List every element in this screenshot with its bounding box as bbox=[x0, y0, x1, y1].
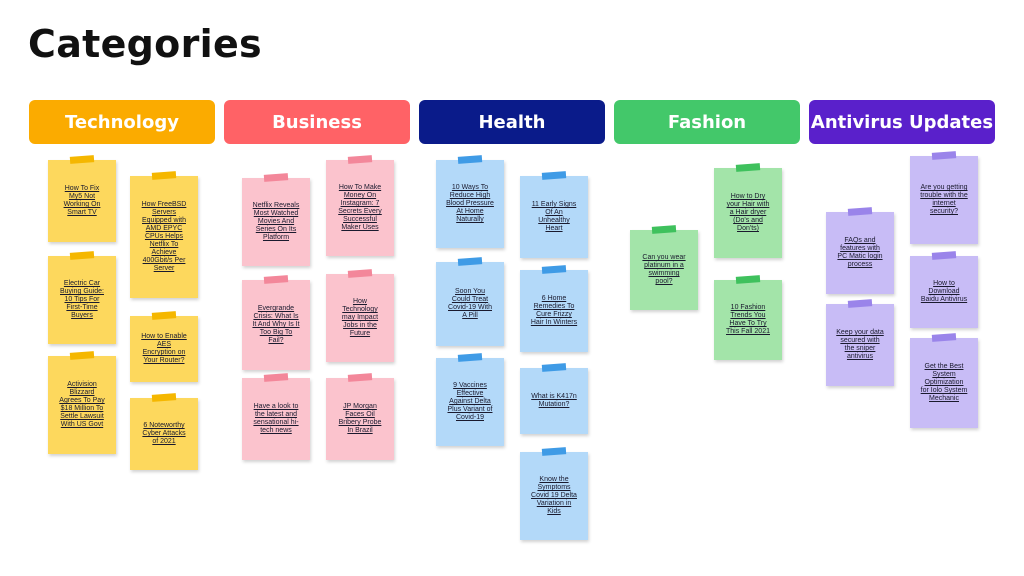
tape-decoration bbox=[457, 257, 483, 266]
sticky-note: How Technology may Impact Jobs in the Fu… bbox=[326, 269, 394, 362]
category-fashion-header[interactable]: Fashion bbox=[614, 100, 800, 144]
sticky-note: Are you getting trouble with the interne… bbox=[910, 151, 978, 244]
tape-decoration bbox=[69, 351, 95, 360]
tape-decoration bbox=[931, 151, 957, 160]
article-link[interactable]: Have a look to the latest and sensationa… bbox=[253, 403, 299, 434]
sticky-note: How To Fix My5 Not Working On Smart TV bbox=[48, 155, 116, 242]
article-link[interactable]: How Technology may Impact Jobs in the Fu… bbox=[341, 298, 379, 337]
article-link[interactable]: JP Morgan Faces Oil Bribery Probe In Bra… bbox=[338, 403, 382, 434]
article-link[interactable]: 10 Ways To Reduce High Blood Pressure At… bbox=[446, 184, 494, 223]
sticky-note: How to Dry your Hair with a Hair dryer (… bbox=[714, 163, 782, 258]
sticky-note: Know the Symptoms Covid 19 Delta Variati… bbox=[520, 447, 588, 540]
tape-decoration bbox=[541, 363, 567, 372]
tape-decoration bbox=[151, 311, 177, 320]
article-link[interactable]: What is K417n Mutation? bbox=[531, 393, 577, 408]
sticky-note: Evergrande Crisis: What Is It And Why Is… bbox=[242, 275, 310, 370]
sticky-note: How to Download Baidu Antivirus bbox=[910, 251, 978, 328]
tape-decoration bbox=[931, 251, 957, 260]
sticky-note: Activision Blizzard Agrees To Pay $18 Mi… bbox=[48, 351, 116, 454]
tape-decoration bbox=[541, 171, 567, 180]
sticky-note: 6 Home Remedies To Cure Frizzy Hair In W… bbox=[520, 265, 588, 352]
sticky-note: Netflix Reveals Most Watched Movies And … bbox=[242, 173, 310, 266]
tape-decoration bbox=[347, 155, 373, 164]
sticky-note: Soon You Could Treat Covid-19 With A Pil… bbox=[436, 257, 504, 346]
tape-decoration bbox=[69, 155, 95, 164]
article-link[interactable]: How To Fix My5 Not Working On Smart TV bbox=[63, 185, 101, 216]
article-link[interactable]: Activision Blizzard Agrees To Pay $18 Mi… bbox=[59, 381, 105, 428]
sticky-note: How FreeBSD Servers Equipped with AMD EP… bbox=[130, 171, 198, 298]
article-link[interactable]: How To Make Money On Instagram: 7 Secret… bbox=[338, 184, 382, 231]
tape-decoration bbox=[263, 173, 289, 182]
tape-decoration bbox=[457, 155, 483, 164]
tape-decoration bbox=[541, 447, 567, 456]
tape-decoration bbox=[69, 251, 95, 260]
tape-decoration bbox=[735, 275, 761, 284]
sticky-note: FAQs and features with PC Matic login pr… bbox=[826, 207, 894, 294]
article-link[interactable]: How to Enable AES Encryption on Your Rou… bbox=[141, 333, 187, 364]
article-link[interactable]: Netflix Reveals Most Watched Movies And … bbox=[252, 202, 300, 241]
tape-decoration bbox=[847, 207, 873, 216]
article-link[interactable]: How FreeBSD Servers Equipped with AMD EP… bbox=[141, 201, 187, 272]
sticky-note: How to Enable AES Encryption on Your Rou… bbox=[130, 311, 198, 382]
article-link[interactable]: Soon You Could Treat Covid-19 With A Pil… bbox=[448, 288, 492, 319]
article-link[interactable]: Are you getting trouble with the interne… bbox=[920, 184, 968, 215]
tape-decoration bbox=[651, 225, 677, 234]
tape-decoration bbox=[847, 299, 873, 308]
sticky-note: What is K417n Mutation? bbox=[520, 363, 588, 434]
category-business-header[interactable]: Business bbox=[224, 100, 410, 144]
tape-decoration bbox=[931, 333, 957, 342]
article-link[interactable]: 6 Noteworthy Cyber Attacks of 2021 bbox=[142, 422, 186, 445]
tape-decoration bbox=[151, 393, 177, 402]
article-link[interactable]: How to Download Baidu Antivirus bbox=[920, 280, 968, 303]
tape-decoration bbox=[151, 171, 177, 180]
category-health-header[interactable]: Health bbox=[419, 100, 605, 144]
sticky-note: 10 Fashion Trends You Have To Try This F… bbox=[714, 275, 782, 360]
sticky-note: Keep your data secured with the sniper a… bbox=[826, 299, 894, 386]
sticky-note: Get the Best System Optimization for Iol… bbox=[910, 333, 978, 428]
article-link[interactable]: 11 Early Signs Of An Unhealthy Heart bbox=[531, 201, 577, 232]
article-link[interactable]: Know the Symptoms Covid 19 Delta Variati… bbox=[531, 476, 577, 515]
category-technology-header[interactable]: Technology bbox=[29, 100, 215, 144]
article-link[interactable]: Can you wear platinum in a swimming pool… bbox=[642, 254, 686, 285]
tape-decoration bbox=[263, 275, 289, 284]
tape-decoration bbox=[735, 163, 761, 172]
sticky-note: Electric Car Buying Guide: 10 Tips For F… bbox=[48, 251, 116, 344]
article-link[interactable]: Keep your data secured with the sniper a… bbox=[836, 329, 884, 360]
tape-decoration bbox=[347, 269, 373, 278]
page-title: Categories bbox=[28, 22, 262, 66]
article-link[interactable]: 10 Fashion Trends You Have To Try This F… bbox=[726, 304, 770, 335]
tape-decoration bbox=[347, 373, 373, 382]
tape-decoration bbox=[541, 265, 567, 274]
article-link[interactable]: How to Dry your Hair with a Hair dryer (… bbox=[726, 193, 770, 232]
article-link[interactable]: 9 Vaccines Effective Against Delta Plus … bbox=[447, 382, 493, 421]
sticky-note: JP Morgan Faces Oil Bribery Probe In Bra… bbox=[326, 373, 394, 460]
sticky-note: 10 Ways To Reduce High Blood Pressure At… bbox=[436, 155, 504, 248]
tape-decoration bbox=[263, 373, 289, 382]
article-link[interactable]: FAQs and features with PC Matic login pr… bbox=[837, 237, 883, 268]
article-link[interactable]: Evergrande Crisis: What Is It And Why Is… bbox=[252, 305, 300, 344]
sticky-note: 11 Early Signs Of An Unhealthy Heart bbox=[520, 171, 588, 258]
tape-decoration bbox=[457, 353, 483, 362]
sticky-note: Can you wear platinum in a swimming pool… bbox=[630, 225, 698, 310]
sticky-note: Have a look to the latest and sensationa… bbox=[242, 373, 310, 460]
article-link[interactable]: 6 Home Remedies To Cure Frizzy Hair In W… bbox=[530, 295, 578, 326]
article-link[interactable]: Get the Best System Optimization for Iol… bbox=[920, 363, 968, 402]
article-link[interactable]: Electric Car Buying Guide: 10 Tips For F… bbox=[60, 280, 104, 319]
sticky-note: 9 Vaccines Effective Against Delta Plus … bbox=[436, 353, 504, 446]
sticky-note: 6 Noteworthy Cyber Attacks of 2021 bbox=[130, 393, 198, 470]
sticky-note: How To Make Money On Instagram: 7 Secret… bbox=[326, 155, 394, 256]
category-antivirus-header[interactable]: Antivirus Updates bbox=[809, 100, 995, 144]
